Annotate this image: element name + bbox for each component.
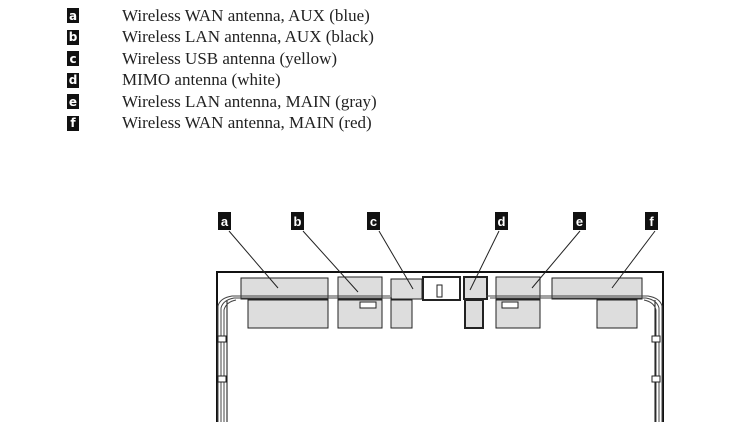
legend-key-d: d [67, 72, 79, 88]
callout-a: a [218, 212, 231, 230]
lcd-frame [216, 271, 664, 422]
legend-text: Wireless LAN antenna, MAIN (gray) [122, 91, 377, 111]
legend-key-f: f [67, 115, 79, 131]
callout-leader-lines [228, 230, 656, 293]
callout-e: e [573, 212, 586, 230]
callout-d: d [495, 212, 508, 230]
legend-key-e: e [67, 94, 79, 110]
callout-b: b [291, 212, 304, 230]
legend-key-b: b [67, 29, 79, 45]
legend-text: Wireless WAN antenna, AUX (blue) [122, 5, 370, 25]
legend-text: Wireless LAN antenna, AUX (black) [122, 27, 374, 47]
callout-f: f [645, 212, 658, 230]
legend-item: a Wireless WAN antenna, AUX (blue) [67, 5, 377, 27]
cable-clips [217, 335, 661, 383]
legend-item: d MIMO antenna (white) [67, 70, 377, 92]
legend-item: c Wireless USB antenna (yellow) [67, 48, 377, 70]
legend-key-a: a [67, 8, 79, 24]
legend-key-c: c [67, 51, 79, 67]
legend-item: f Wireless WAN antenna, MAIN (red) [67, 113, 377, 135]
callout-c: c [367, 212, 380, 230]
antenna-modules [240, 276, 643, 329]
legend-text: MIMO antenna (white) [122, 70, 281, 90]
legend-item: b Wireless LAN antenna, AUX (black) [67, 27, 377, 49]
antenna-cables [217, 295, 663, 422]
legend-text: Wireless WAN antenna, MAIN (red) [122, 113, 372, 133]
legend-item: e Wireless LAN antenna, MAIN (gray) [67, 91, 377, 113]
legend-text: Wireless USB antenna (yellow) [122, 48, 338, 68]
